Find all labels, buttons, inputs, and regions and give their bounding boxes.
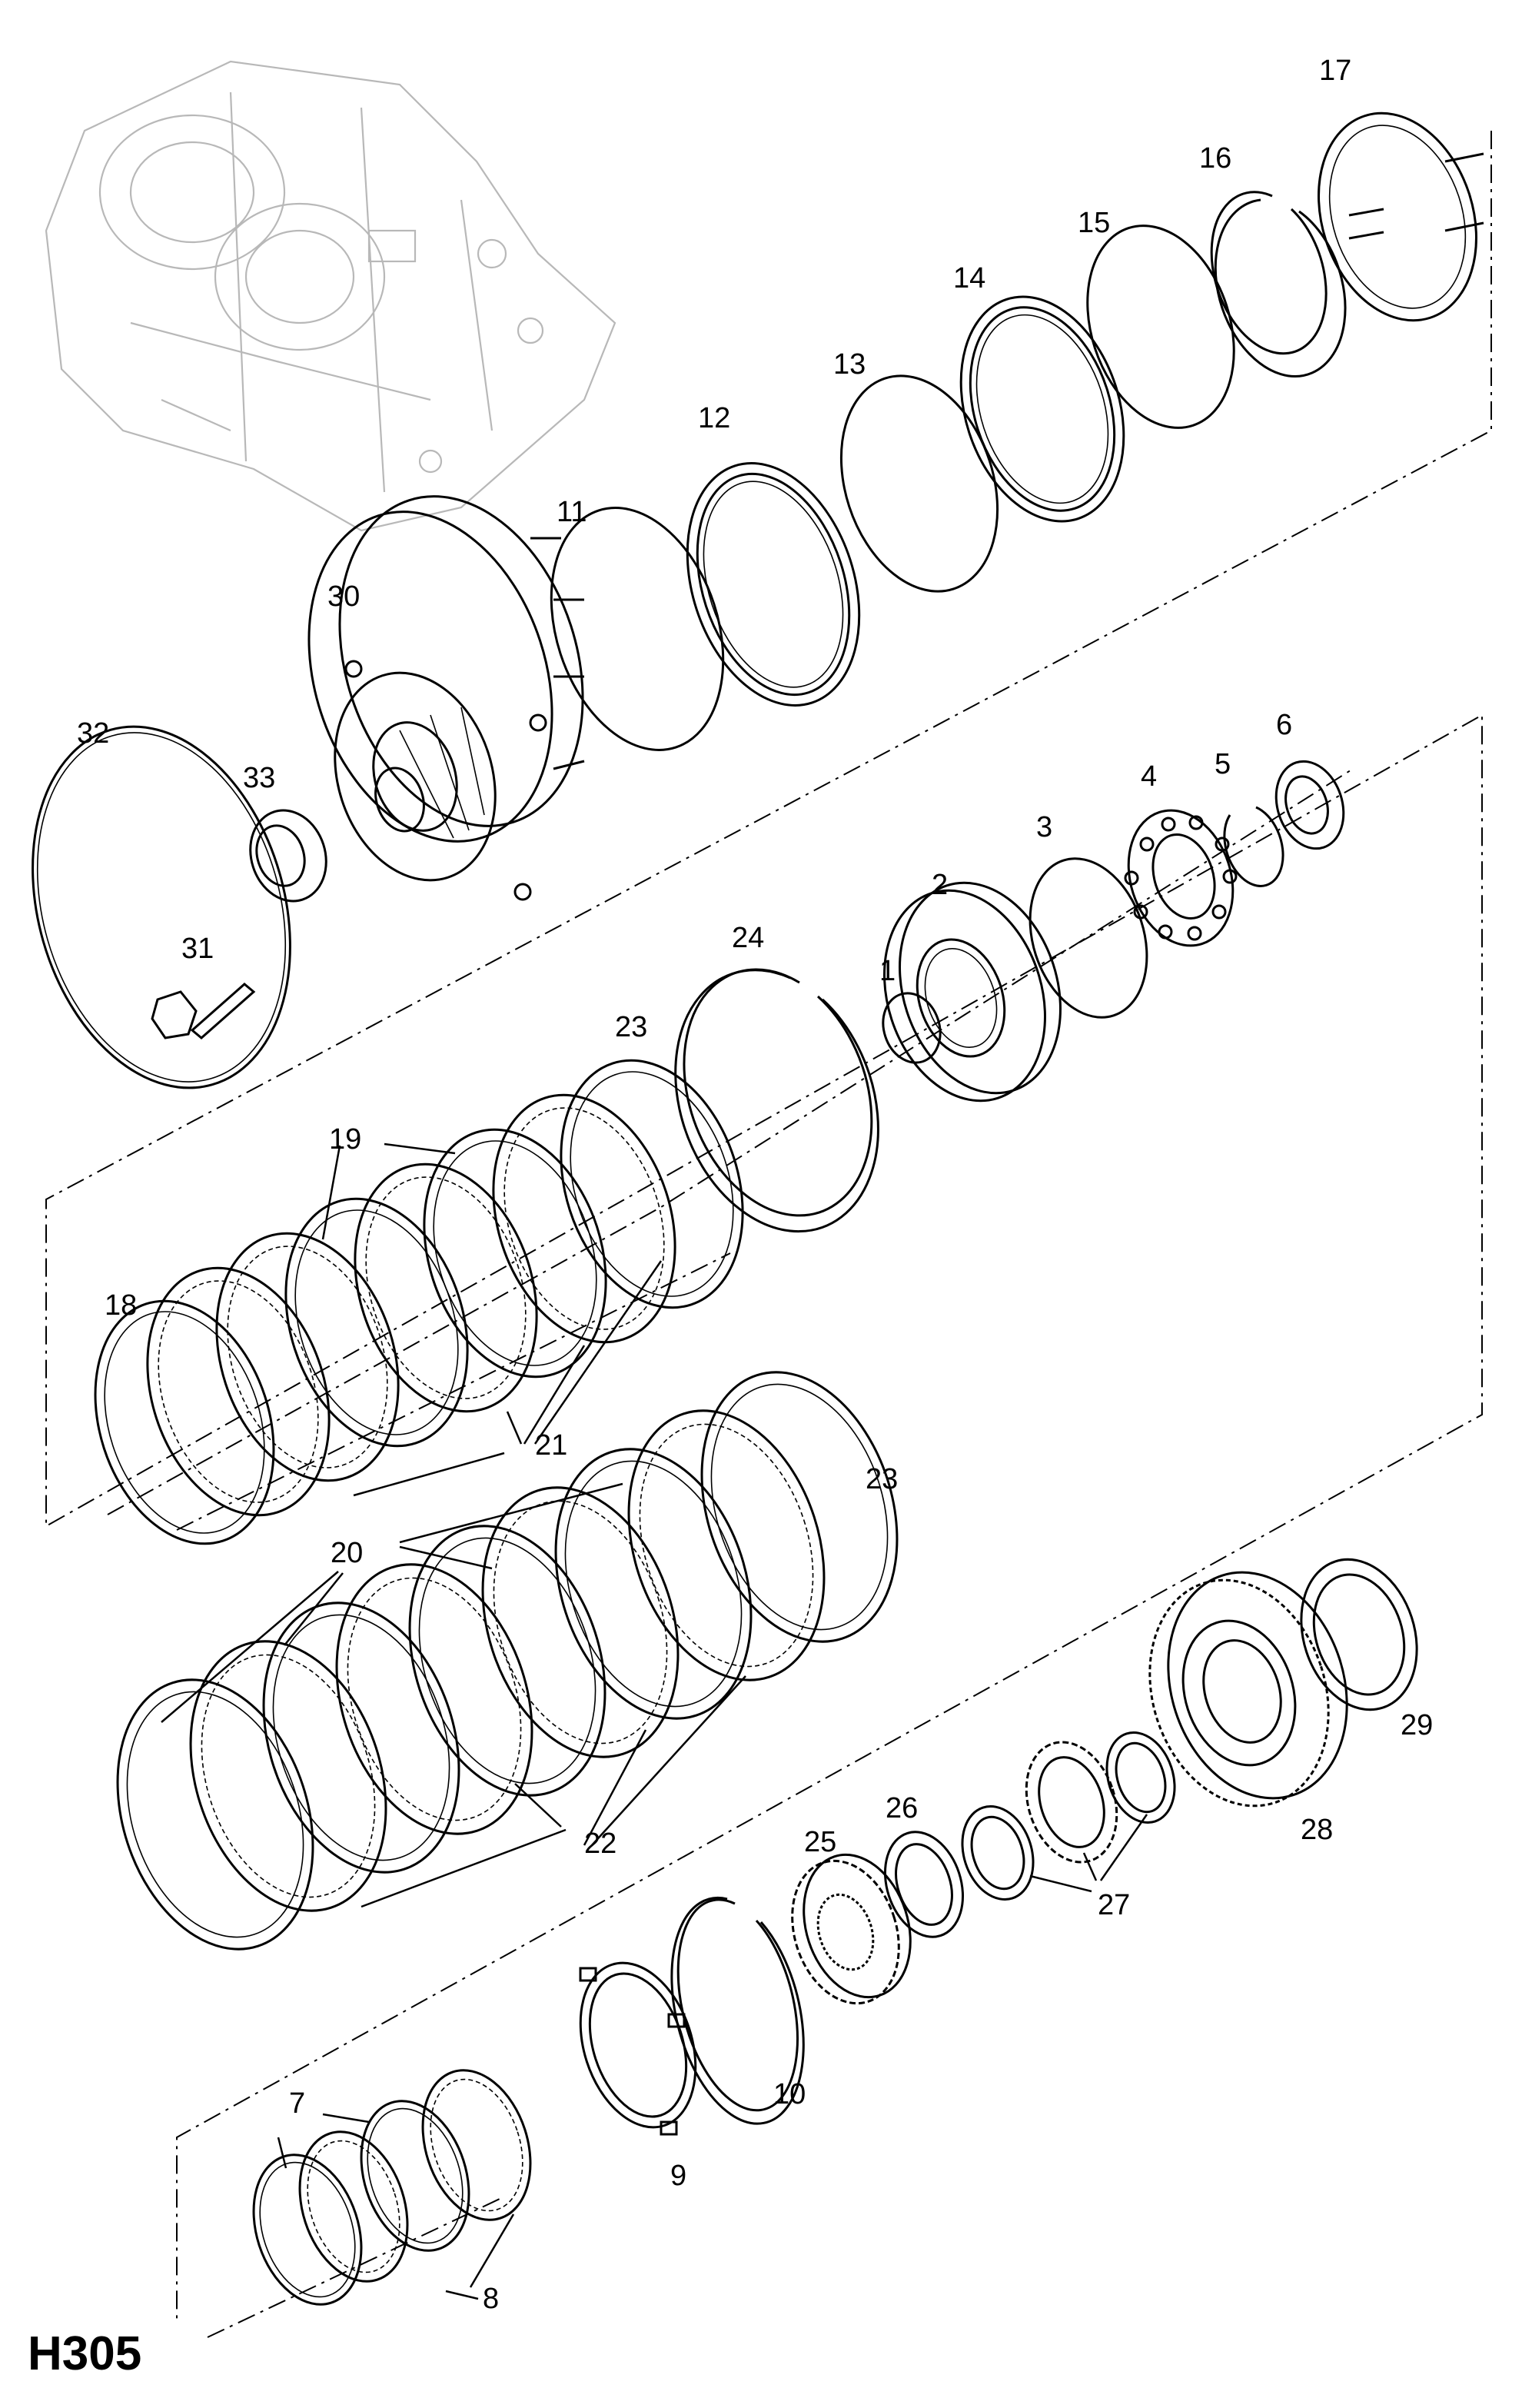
callout-label: 1 xyxy=(879,955,896,987)
callout-label: 4 xyxy=(1141,760,1157,793)
callout-label: 20 xyxy=(331,1537,363,1569)
part-1-seal xyxy=(882,992,942,1064)
part-26-washer xyxy=(883,1831,965,1938)
callout-label: 33 xyxy=(243,762,275,794)
part-25-hub xyxy=(791,1853,912,2005)
callout-label: 11 xyxy=(557,496,587,528)
callout-label: 30 xyxy=(327,580,360,613)
callout-label: 5 xyxy=(1215,748,1231,780)
part-4-bearing xyxy=(1124,809,1238,947)
callout-label: 6 xyxy=(1276,709,1292,741)
callout-label: 28 xyxy=(1301,1814,1333,1846)
callout-label: 31 xyxy=(181,933,214,965)
callout-label: 7 xyxy=(289,2087,305,2120)
part-18-plate xyxy=(94,1299,275,1545)
lower-clutch-pack xyxy=(116,1371,899,1951)
part-16-snap-ring xyxy=(1214,198,1347,377)
callout-label: 22 xyxy=(584,1828,616,1860)
part-10-snap-ring xyxy=(670,1896,805,2125)
callout-label: 29 xyxy=(1401,1709,1433,1741)
part-32-seal-ring xyxy=(32,725,291,1089)
callout-label: 12 xyxy=(698,402,730,434)
part-30-clutch-housing xyxy=(307,495,585,901)
callout-label: 16 xyxy=(1199,142,1231,175)
callout-label: 14 xyxy=(953,262,985,294)
part-29-plate xyxy=(1300,1558,1418,1711)
callout-label: 10 xyxy=(773,2078,806,2110)
part-13-plate xyxy=(839,374,999,593)
part-31-bolt xyxy=(151,983,256,1039)
part-11-plate xyxy=(550,507,725,751)
part-24-snap-ring xyxy=(674,969,879,1233)
callout-label: 8 xyxy=(483,2283,499,2315)
callout-labels: 1 2 3 4 5 6 7 8 9 10 11 12 13 14 15 16 1… xyxy=(77,55,1433,2315)
part-23-plate-lower xyxy=(700,1371,899,1643)
callout-label: 32 xyxy=(77,717,109,750)
callout-label: 2 xyxy=(932,869,948,901)
part-28-gear xyxy=(1148,1571,1348,1808)
part-3-washer xyxy=(1029,857,1148,1019)
callout-label: 15 xyxy=(1078,207,1110,239)
callout-label: 26 xyxy=(886,1792,918,1824)
callout-label: 27 xyxy=(1098,1889,1130,1921)
diagram-code: H305 xyxy=(28,2327,141,2380)
callout-label: 23 xyxy=(615,1011,647,1043)
part-14-ring xyxy=(959,295,1125,523)
callout-label: 21 xyxy=(535,1429,567,1462)
assembly-axis-lines xyxy=(45,131,1492,2338)
part-2-piston xyxy=(883,881,1062,1103)
part-33-bearing xyxy=(249,809,327,903)
part-23-plate-upper xyxy=(560,1059,744,1309)
callout-label: 18 xyxy=(105,1289,137,1322)
callout-label: 25 xyxy=(804,1826,836,1858)
part-15-plate xyxy=(1086,225,1235,429)
part-12-ring xyxy=(686,462,861,707)
callout-label: 24 xyxy=(732,922,764,954)
part-6-washer xyxy=(1274,760,1345,850)
callout-label: 23 xyxy=(866,1463,898,1495)
callout-label: 13 xyxy=(833,348,866,381)
leader-lines xyxy=(161,1142,1148,2300)
part-27-bearing-assembly xyxy=(961,1731,1176,1901)
part-5-snap-ring xyxy=(1223,806,1284,887)
callout-label: 9 xyxy=(670,2160,686,2192)
part-17-plate xyxy=(1318,111,1477,322)
callout-label: 17 xyxy=(1319,55,1351,87)
callout-label: 19 xyxy=(329,1123,361,1156)
bottom-clutch-pack xyxy=(252,2069,532,2306)
callout-label: 3 xyxy=(1036,811,1052,843)
part-9-plate xyxy=(579,1961,697,2136)
upper-clutch-pack xyxy=(94,1059,744,1545)
transmission-housing-illustration xyxy=(45,60,616,532)
